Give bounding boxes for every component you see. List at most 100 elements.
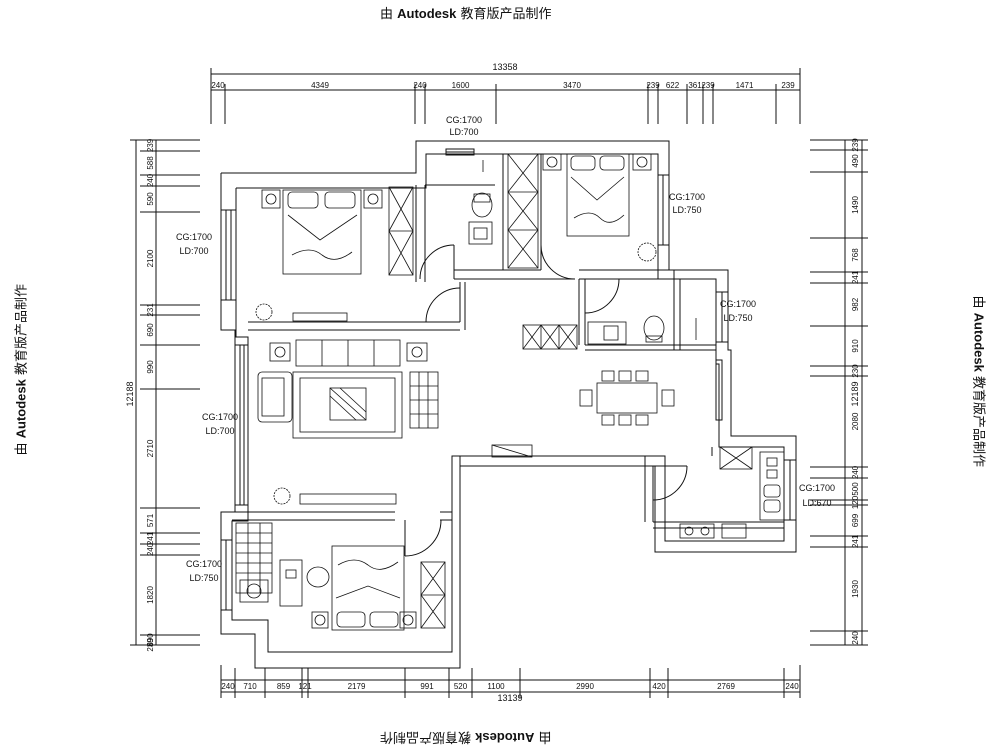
dim-right-total: 12189 — [850, 381, 860, 406]
cabinet-entry — [491, 444, 533, 458]
dim-label: 1100 — [487, 682, 505, 691]
dim-label: 239 — [146, 138, 155, 152]
washbasin-top — [468, 221, 493, 245]
dim-label: 1471 — [736, 81, 754, 90]
window-label-cg: CG:1700 — [176, 232, 212, 242]
dim-label: 710 — [243, 682, 257, 691]
exterior-walls — [220, 140, 797, 669]
bed-top-left — [261, 189, 383, 275]
dim-label: 571 — [146, 513, 155, 527]
dimension-left: 2395882405902100231690990271057124124018… — [125, 138, 200, 652]
plant-top-left — [255, 303, 273, 321]
door-top-left-bedroom — [425, 287, 461, 323]
armchair-living — [257, 371, 293, 423]
dim-label: 240 — [851, 631, 860, 645]
window-label-ld: LD:750 — [723, 313, 752, 323]
window-label-cg: CG:1700 — [799, 483, 835, 493]
dim-label: 622 — [666, 81, 680, 90]
dim-left-total: 12188 — [125, 381, 135, 406]
chair-bottom — [306, 566, 330, 588]
dim-top-total: 13358 — [492, 62, 517, 72]
dim-label: 241 — [146, 531, 155, 545]
window-label-ld: LD:750 — [672, 205, 701, 215]
dim-label: 500 — [851, 482, 860, 496]
dim-label: 2080 — [851, 412, 860, 430]
window-label-cg: CG:1700 — [446, 115, 482, 125]
window-top-right — [657, 174, 670, 246]
wardrobe-top-middle — [507, 153, 539, 269]
dim-label: 2179 — [348, 682, 366, 691]
window-label-ld: LD:670 — [802, 498, 831, 508]
furniture — [235, 153, 785, 631]
dim-label: 239 — [781, 81, 795, 90]
dimension-right: 2394901490768241982910230208024050012069… — [810, 138, 868, 646]
rug-coffee-table — [292, 371, 403, 439]
dim-label: 239 — [701, 81, 715, 90]
window-label-ld: LD:750 — [189, 573, 218, 583]
door-top-right-bedroom — [540, 244, 576, 280]
dim-label: 859 — [277, 682, 291, 691]
shelving-bottom — [235, 522, 273, 594]
dim-label: 239 — [851, 138, 860, 152]
dim-label: 768 — [851, 248, 860, 262]
dim-label: 1930 — [851, 580, 860, 598]
dim-label: 2769 — [717, 682, 735, 691]
dim-label: 240 — [211, 81, 225, 90]
wardrobe-bottom — [420, 561, 446, 629]
dim-label: 2100 — [146, 249, 155, 267]
dim-label: 420 — [652, 682, 666, 691]
washbasin-right — [587, 321, 627, 345]
washer-bottom — [239, 579, 269, 603]
dining-table — [579, 370, 675, 426]
plant-top-right — [637, 242, 657, 262]
kitchen-cabinet — [719, 446, 753, 470]
door-bottom-bedroom — [404, 519, 442, 557]
dim-label: 3470 — [563, 81, 581, 90]
bed-top-right — [542, 153, 652, 237]
dim-bottom-total: 13139 — [497, 693, 522, 703]
window-label-cg: CG:1700 — [720, 299, 756, 309]
window-living — [234, 344, 249, 506]
stove — [679, 523, 715, 539]
window-label-cg: CG:1700 — [202, 412, 238, 422]
dim-label: 910 — [851, 339, 860, 353]
dim-label: 2710 — [146, 439, 155, 457]
door-bathroom-right — [584, 278, 620, 314]
dim-label: 240 — [221, 682, 235, 691]
dim-label: 982 — [851, 297, 860, 311]
window-bottom-bedroom — [220, 539, 233, 611]
window-top-middle — [445, 148, 475, 156]
kitchen-counter — [759, 451, 785, 521]
door-kitchen — [652, 465, 688, 501]
toilet-top — [471, 192, 493, 218]
dim-label: 690 — [146, 323, 155, 337]
dim-label: 1490 — [851, 196, 860, 214]
dim-label: 240 — [851, 465, 860, 479]
doors — [404, 244, 688, 557]
bed-bottom — [311, 545, 417, 631]
window-label-ld: LD:700 — [179, 246, 208, 256]
dim-label: 240 — [785, 682, 799, 691]
window-label-cg: CG:1700 — [669, 192, 705, 202]
dim-label: 240 — [413, 81, 427, 90]
dim-label: 239 — [146, 638, 155, 652]
window-bathroom-right — [715, 291, 729, 343]
dim-label: 590 — [146, 192, 155, 206]
dim-label: 120 — [851, 495, 860, 509]
dim-label: 991 — [420, 682, 434, 691]
wardrobe-top-left — [388, 186, 414, 276]
fridge — [721, 523, 747, 539]
dim-label: 361 — [688, 81, 702, 90]
dim-label: 240 — [146, 173, 155, 187]
dim-label: 699 — [851, 513, 860, 527]
toilet-right — [643, 315, 665, 343]
windows — [220, 148, 797, 611]
dim-label: 240 — [146, 542, 155, 556]
dim-label: 2990 — [576, 682, 594, 691]
sofa-living — [269, 339, 428, 367]
dim-label: 520 — [454, 682, 468, 691]
dim-label: 490 — [851, 154, 860, 168]
